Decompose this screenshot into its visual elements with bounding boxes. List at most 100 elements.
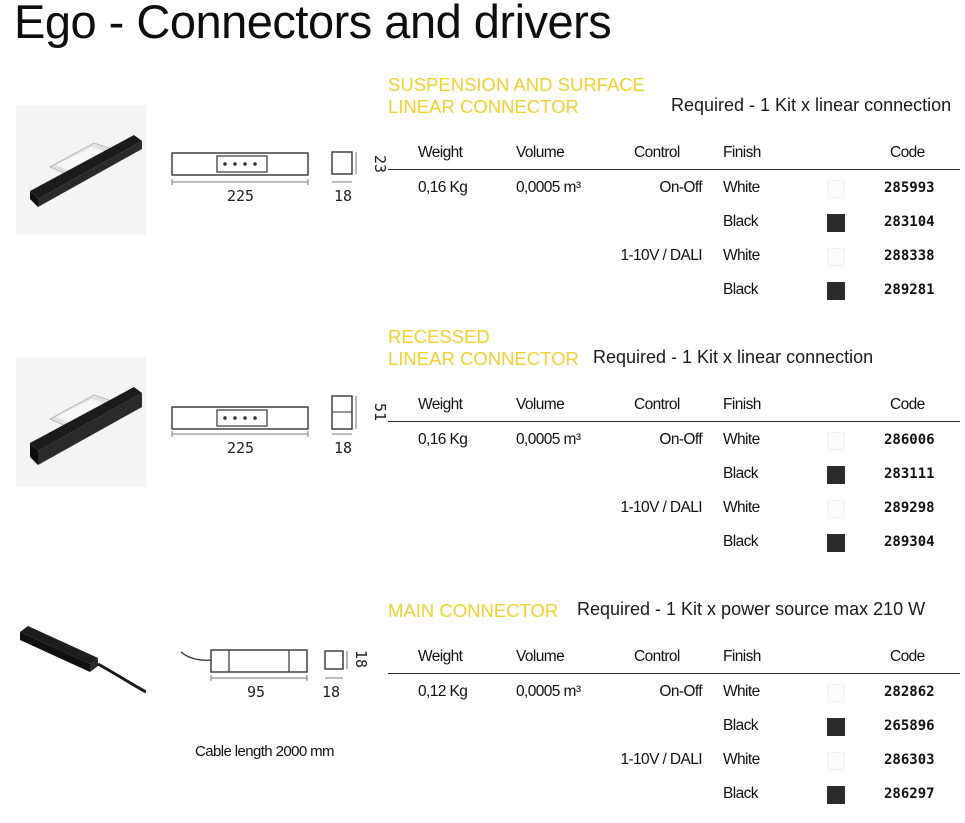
cell-code: 289304 xyxy=(884,534,935,550)
cell-code: 283104 xyxy=(884,214,935,230)
cell-code: 282862 xyxy=(884,684,935,700)
cell-volume: 0,0005 m³ xyxy=(516,683,581,700)
table-header: Weight Volume Control Finish Code xyxy=(388,139,960,170)
dim-width: 18 xyxy=(334,187,352,205)
table-row: 1-10V / DALI White 286303 xyxy=(388,742,960,776)
spec-table: Weight Volume Control Finish Code 0,16 K… xyxy=(388,139,960,306)
page-title: Ego - Connectors and drivers xyxy=(14,0,612,48)
cell-control: 1-10V / DALI xyxy=(620,751,702,768)
header-control: Control xyxy=(634,144,680,161)
product-photo-main-connector xyxy=(16,604,146,734)
cell-control: On-Off xyxy=(659,683,702,700)
dim-width: 18 xyxy=(334,439,352,457)
cell-code: 289298 xyxy=(884,500,935,516)
header-finish: Finish xyxy=(723,648,761,665)
dimension-drawing: 95 18 18 xyxy=(165,643,385,713)
cell-control: 1-10V / DALI xyxy=(620,247,702,264)
product-photo-recessed-connector xyxy=(16,357,146,487)
table-row: Black 283111 xyxy=(388,456,960,490)
spec-table: Weight Volume Control Finish Code 0,16 K… xyxy=(388,391,960,558)
header-volume: Volume xyxy=(516,144,565,161)
cell-code: 288338 xyxy=(884,248,935,264)
header-control: Control xyxy=(634,396,680,413)
header-finish: Finish xyxy=(723,396,761,413)
header-volume: Volume xyxy=(516,648,565,665)
dimension-drawing: 225 18 51 xyxy=(165,395,389,469)
requirement-note: Required - 1 Kit x linear connection xyxy=(671,95,952,115)
spec-table: Weight Volume Control Finish Code 0,12 K… xyxy=(388,643,960,810)
dim-height: 51 xyxy=(371,403,389,421)
section-title-line1: RECESSED xyxy=(388,326,490,347)
cell-control: On-Off xyxy=(659,179,702,196)
finish-swatch-black xyxy=(827,534,845,552)
finish-swatch-white xyxy=(827,432,845,450)
table-header: Weight Volume Control Finish Code xyxy=(388,643,960,674)
cell-code: 286006 xyxy=(884,432,935,448)
cell-code: 286303 xyxy=(884,752,935,768)
header-code: Code xyxy=(890,648,925,665)
section-title-line1: MAIN CONNECTOR xyxy=(388,600,559,621)
finish-swatch-black xyxy=(827,466,845,484)
finish-swatch-white xyxy=(827,500,845,518)
cell-finish: Black xyxy=(723,717,759,734)
main-connector-photo-image xyxy=(16,604,146,734)
cell-control: On-Off xyxy=(659,431,702,448)
finish-swatch-white xyxy=(827,248,845,266)
cell-code: 283111 xyxy=(884,466,935,482)
dim-length: 225 xyxy=(227,187,254,205)
cell-finish: White xyxy=(723,179,760,196)
table-row: 1-10V / DALI White 289298 xyxy=(388,490,960,524)
table-row: 0,12 Kg 0,0005 m³ On-Off White 282862 xyxy=(388,674,960,708)
cell-finish: White xyxy=(723,499,760,516)
header-weight: Weight xyxy=(418,144,463,161)
finish-swatch-black xyxy=(827,786,845,804)
cell-finish: Black xyxy=(723,281,759,298)
table-row: 0,16 Kg 0,0005 m³ On-Off White 285993 xyxy=(388,170,960,204)
cell-finish: Black xyxy=(723,465,759,482)
cell-finish: Black xyxy=(723,533,759,550)
section-title-line2: LINEAR CONNECTOR xyxy=(388,96,579,117)
cell-code: 265896 xyxy=(884,718,935,734)
cell-volume: 0,0005 m³ xyxy=(516,179,581,196)
cell-finish: Black xyxy=(723,213,759,230)
cell-code: 289281 xyxy=(884,282,935,298)
table-row: Black 283104 xyxy=(388,204,960,238)
dim-width: 18 xyxy=(322,683,340,701)
dimension-drawing: 225 18 23 xyxy=(165,147,389,217)
table-header: Weight Volume Control Finish Code xyxy=(388,391,960,422)
cell-control: 1-10V / DALI xyxy=(620,499,702,516)
header-code: Code xyxy=(890,396,925,413)
dim-height: 23 xyxy=(371,155,389,173)
cell-code: 286297 xyxy=(884,786,935,802)
table-row: Black 265896 xyxy=(388,708,960,742)
cell-weight: 0,12 Kg xyxy=(418,683,468,700)
cable-length-note: Cable length 2000 mm xyxy=(195,743,335,760)
connector-photo-image xyxy=(16,357,146,487)
table-row: 0,16 Kg 0,0005 m³ On-Off White 286006 xyxy=(388,422,960,456)
connector-photo-image xyxy=(16,105,146,235)
table-row: Black 289304 xyxy=(388,524,960,558)
dim-length: 95 xyxy=(247,683,265,701)
header-control: Control xyxy=(634,648,680,665)
cell-weight: 0,16 Kg xyxy=(418,179,468,196)
cell-finish: White xyxy=(723,431,760,448)
section-title-line1: SUSPENSION AND SURFACE xyxy=(388,74,646,95)
table-row: Black 289281 xyxy=(388,272,960,306)
finish-swatch-black xyxy=(827,718,845,736)
requirement-note: Required - 1 Kit x linear connection xyxy=(593,347,874,367)
requirement-note: Required - 1 Kit x power source max 210 … xyxy=(577,599,926,619)
product-photo-surface-connector xyxy=(16,105,146,235)
header-volume: Volume xyxy=(516,396,565,413)
dim-height: 18 xyxy=(352,650,370,668)
finish-swatch-black xyxy=(827,214,845,232)
table-row: Black 286297 xyxy=(388,776,960,810)
finish-swatch-white xyxy=(827,684,845,702)
cell-finish: Black xyxy=(723,785,759,802)
section-title-line2: LINEAR CONNECTOR xyxy=(388,348,579,369)
cell-code: 285993 xyxy=(884,180,935,196)
dim-length: 225 xyxy=(227,439,254,457)
cell-finish: White xyxy=(723,247,760,264)
cell-finish: White xyxy=(723,751,760,768)
header-weight: Weight xyxy=(418,648,463,665)
finish-swatch-black xyxy=(827,282,845,300)
